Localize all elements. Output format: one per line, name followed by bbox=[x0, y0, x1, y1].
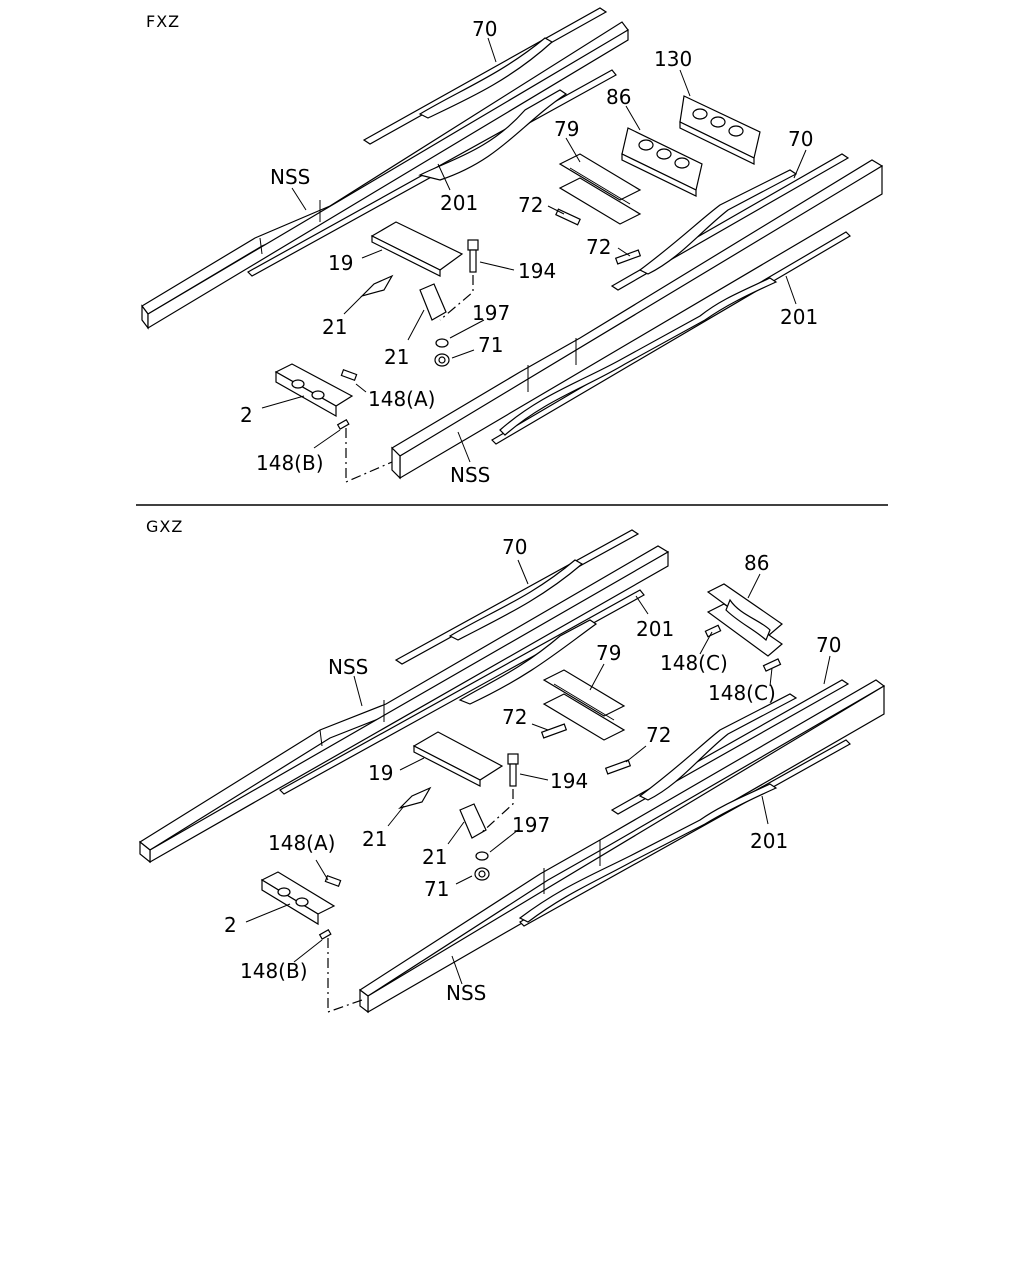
callout-70-right: 70 bbox=[788, 127, 813, 151]
assembly-line-194 bbox=[439, 275, 474, 321]
callout-148c-a: 148(C) bbox=[660, 651, 728, 675]
callout-nss-lower: NSS bbox=[450, 463, 490, 487]
assembly-line-148b bbox=[345, 428, 393, 483]
section-fxz: FXZ bbox=[141, 7, 884, 487]
callout-19-gxz: 19 bbox=[368, 761, 393, 785]
callout-148c-b: 148(C) bbox=[708, 681, 776, 705]
side-rail-lower-gxz bbox=[358, 679, 886, 1014]
callout-70: 70 bbox=[472, 17, 497, 41]
washer-197-gxz bbox=[475, 851, 489, 861]
callout-nss-upper-gxz: NSS bbox=[328, 655, 368, 679]
assembly-line-148b-gxz bbox=[327, 938, 363, 1013]
callout-197-gxz: 197 bbox=[512, 813, 550, 837]
callout-86-gxz: 86 bbox=[744, 551, 769, 575]
callout-72-a-gxz: 72 bbox=[502, 705, 527, 729]
callout-148b: 148(B) bbox=[256, 451, 324, 475]
callout-nss-lower-gxz: NSS bbox=[446, 981, 486, 1005]
callout-194-gxz: 194 bbox=[550, 769, 588, 793]
bolt-194-gxz bbox=[507, 753, 519, 787]
callout-21-b: 21 bbox=[384, 345, 409, 369]
crossmember-86-gxz bbox=[706, 583, 783, 657]
callout-148a-gxz: 148(A) bbox=[268, 831, 335, 855]
reinforcement-70-right-gxz bbox=[610, 679, 850, 815]
callout-79: 79 bbox=[554, 117, 579, 141]
shim-72-a-gxz bbox=[540, 723, 568, 739]
inner-channel-201-lower bbox=[491, 231, 851, 445]
callout-194: 194 bbox=[518, 259, 556, 283]
crossmember-2 bbox=[274, 363, 354, 418]
shim-148a bbox=[340, 369, 358, 381]
assembly-line-194-gxz bbox=[479, 789, 514, 835]
reinforcement-70-upper-gxz bbox=[394, 529, 640, 665]
shim-72-b bbox=[614, 249, 642, 265]
callout-148a: 148(A) bbox=[368, 387, 435, 411]
bracket-21-b bbox=[419, 283, 447, 321]
callout-21-a-gxz: 21 bbox=[362, 827, 387, 851]
callout-nss-upper: NSS bbox=[270, 165, 310, 189]
crossmember-130 bbox=[679, 95, 761, 165]
callout-201-upper-gxz: 201 bbox=[636, 617, 674, 641]
callout-201-lower: 201 bbox=[780, 305, 818, 329]
callout-148b-gxz: 148(B) bbox=[240, 959, 308, 983]
side-rail-upper bbox=[141, 21, 629, 330]
callout-70-right-gxz: 70 bbox=[816, 633, 841, 657]
shim-148c-a bbox=[704, 624, 722, 638]
callout-201-lower-gxz: 201 bbox=[750, 829, 788, 853]
callout-71: 71 bbox=[478, 333, 503, 357]
callout-21-a: 21 bbox=[322, 315, 347, 339]
crossmember-86 bbox=[621, 127, 703, 197]
plate-79 bbox=[558, 153, 642, 225]
bracket-21-a bbox=[359, 274, 394, 298]
section-title-gxz: GXZ bbox=[146, 517, 183, 536]
bolt-194 bbox=[467, 239, 479, 273]
callout-2: 2 bbox=[240, 403, 253, 427]
section-gxz: GXZ bbox=[138, 517, 886, 1014]
callout-79-gxz: 79 bbox=[596, 641, 621, 665]
callout-86: 86 bbox=[606, 85, 631, 109]
crossmember-2-gxz bbox=[260, 871, 336, 926]
shim-148b-gxz bbox=[318, 928, 332, 940]
bracket-19 bbox=[370, 221, 464, 277]
callout-2-gxz: 2 bbox=[224, 913, 237, 937]
callout-72-b-gxz: 72 bbox=[646, 723, 671, 747]
side-rail-upper-gxz bbox=[138, 545, 670, 864]
bracket-21-a-gxz bbox=[397, 786, 432, 810]
shim-72-b-gxz bbox=[604, 759, 632, 775]
nut-71-gxz bbox=[474, 867, 490, 881]
callout-19: 19 bbox=[328, 251, 353, 275]
callout-130: 130 bbox=[654, 47, 692, 71]
nut-71 bbox=[434, 353, 450, 367]
section-title-fxz: FXZ bbox=[146, 12, 180, 31]
callout-197: 197 bbox=[472, 301, 510, 325]
inner-channel-201-upper-gxz bbox=[279, 589, 645, 795]
bracket-21-b-gxz bbox=[459, 803, 487, 839]
shim-148b bbox=[336, 418, 350, 430]
callout-201-upper: 201 bbox=[440, 191, 478, 215]
side-rail-lower bbox=[391, 159, 884, 480]
leader-lines-fxz bbox=[261, 37, 807, 463]
callout-71-gxz: 71 bbox=[424, 877, 449, 901]
callout-72-b: 72 bbox=[586, 235, 611, 259]
reinforcement-70-upper bbox=[362, 7, 608, 145]
callout-70-gxz: 70 bbox=[502, 535, 527, 559]
shim-148c-b bbox=[762, 658, 782, 672]
washer-197 bbox=[435, 338, 449, 348]
inner-channel-201-upper bbox=[247, 69, 617, 277]
inner-channel-201-lower-gxz bbox=[518, 739, 851, 927]
callout-72-a: 72 bbox=[518, 193, 543, 217]
leader-lines-gxz bbox=[245, 559, 831, 985]
plate-79-gxz bbox=[542, 669, 626, 741]
shim-148a-gxz bbox=[324, 875, 342, 887]
bracket-19-gxz bbox=[412, 731, 504, 787]
callout-21-b-gxz: 21 bbox=[422, 845, 447, 869]
